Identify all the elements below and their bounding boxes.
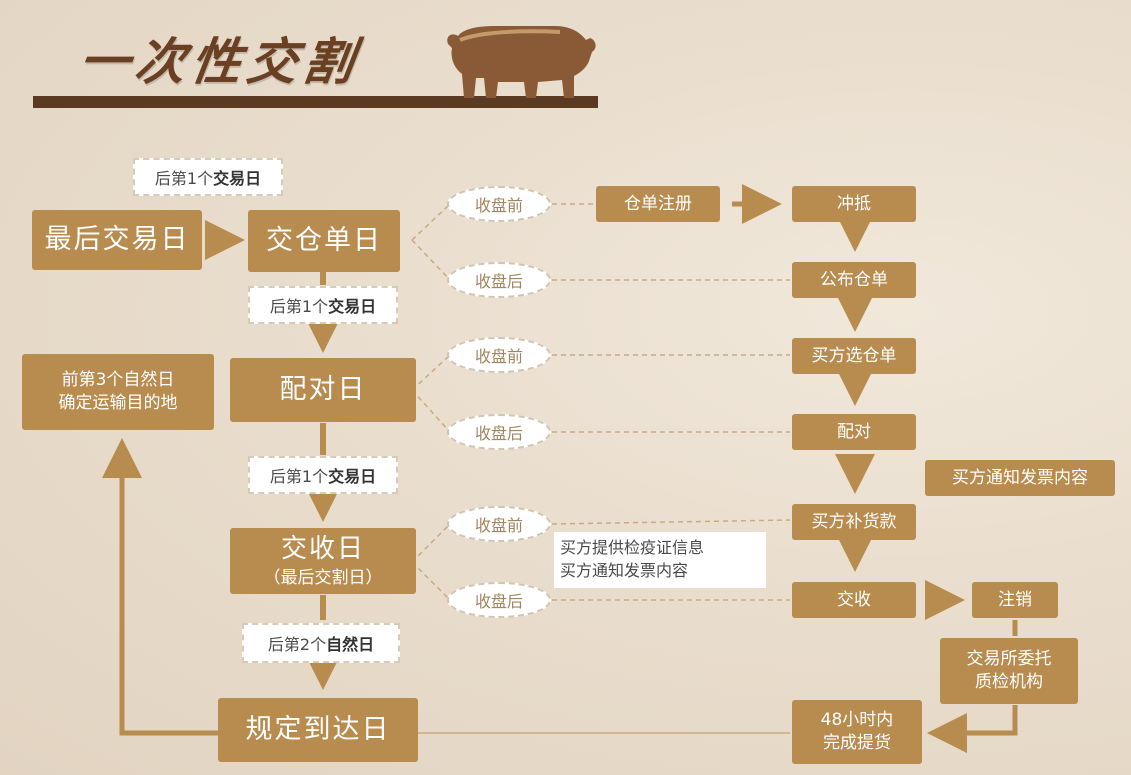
interval-note-4: 后第2个自然日: [242, 623, 400, 663]
phase-label: 收盘前: [474, 196, 523, 215]
deliver-box: 交收: [792, 582, 916, 618]
inspection-box: 交易所委托 质检机构: [940, 638, 1078, 704]
buyer-pay-box: 买方补货款: [792, 504, 916, 540]
match-box: 配对: [792, 414, 916, 450]
matching-day-label: 配对日: [279, 373, 367, 405]
page-title: 一次性交割: [75, 33, 364, 91]
interval-note-2: 后第1个交易日: [248, 286, 398, 324]
interval-prefix: 后第1个: [269, 467, 329, 486]
pickup-line2: 完成提货: [823, 733, 891, 753]
arrival-day-label: 规定到达日: [245, 713, 391, 745]
publish-label: 公布仓单: [820, 269, 888, 290]
warrant-day-label: 交仓单日: [266, 224, 382, 256]
cancel-label: 注销: [998, 589, 1032, 610]
phase-label: 收盘后: [474, 592, 523, 611]
destination-line2: 确定运输目的地: [58, 393, 178, 413]
inspection-line1: 交易所委托: [966, 649, 1052, 670]
deliver-label: 交收: [837, 589, 871, 610]
after-close-oval-1: 收盘后: [447, 262, 551, 298]
before-close-oval-2: 收盘前: [447, 337, 551, 373]
interval-unit: 交易日: [328, 297, 377, 316]
destination-box: 前第3个自然日 确定运输目的地: [22, 354, 214, 430]
cancel-box: 注销: [972, 582, 1058, 618]
delivery-day-box: 交收日 （最后交割日）: [230, 528, 416, 594]
pickup-box: 48小时内 完成提货: [792, 700, 922, 764]
buyer-select-label: 买方选仓单: [811, 345, 897, 366]
title-underline: [33, 96, 598, 108]
buyer-info-note: 买方提供检疫证信息 买方通知发票内容: [554, 532, 766, 588]
buyer-pay-label: 买方补货款: [811, 511, 897, 532]
after-close-oval-2: 收盘后: [447, 414, 551, 450]
destination-line1: 前第3个自然日: [61, 370, 175, 391]
last-trade-day-box: 最后交易日: [32, 210, 202, 270]
phase-label: 收盘前: [474, 347, 523, 366]
offset-label: 冲抵: [837, 193, 871, 214]
pickup-line1: 48小时内: [820, 710, 894, 731]
interval-prefix: 后第1个: [269, 297, 329, 316]
before-close-oval-3: 收盘前: [447, 506, 551, 542]
last-trade-day-label: 最后交易日: [44, 223, 190, 255]
arrival-day-box: 规定到达日: [218, 698, 418, 762]
phase-label: 收盘后: [474, 272, 523, 291]
phase-label: 收盘前: [474, 516, 523, 535]
buyer-select-box: 买方选仓单: [792, 338, 916, 374]
inspection-line2: 质检机构: [975, 672, 1043, 692]
interval-note-3: 后第1个交易日: [248, 456, 398, 494]
interval-prefix: 后第2个: [267, 635, 327, 654]
delivery-day-sublabel: （最后交割日）: [263, 568, 383, 589]
buyer-notify-label: 买方通知发票内容: [952, 467, 1088, 488]
info-line2: 买方通知发票内容: [560, 561, 689, 581]
interval-prefix: 后第1个: [154, 169, 214, 188]
interval-unit: 交易日: [213, 169, 262, 188]
phase-label: 收盘后: [474, 424, 523, 443]
match-label: 配对: [837, 421, 871, 442]
warrant-day-box: 交仓单日: [248, 210, 400, 272]
interval-note-1: 后第1个交易日: [133, 158, 283, 196]
interval-unit: 交易日: [328, 467, 377, 486]
delivery-day-label: 交收日: [280, 533, 365, 564]
publish-box: 公布仓单: [792, 262, 916, 298]
interval-unit: 自然日: [326, 635, 375, 654]
buyer-notify-box: 买方通知发票内容: [925, 460, 1115, 496]
info-line1: 买方提供检疫证信息: [560, 538, 705, 557]
matching-day-box: 配对日: [230, 358, 416, 422]
after-close-oval-3: 收盘后: [447, 582, 551, 618]
register-box: 仓单注册: [596, 186, 720, 222]
before-close-oval-1: 收盘前: [447, 186, 551, 222]
pig-icon: [447, 26, 596, 98]
register-label: 仓单注册: [624, 193, 692, 214]
offset-box: 冲抵: [792, 186, 916, 222]
